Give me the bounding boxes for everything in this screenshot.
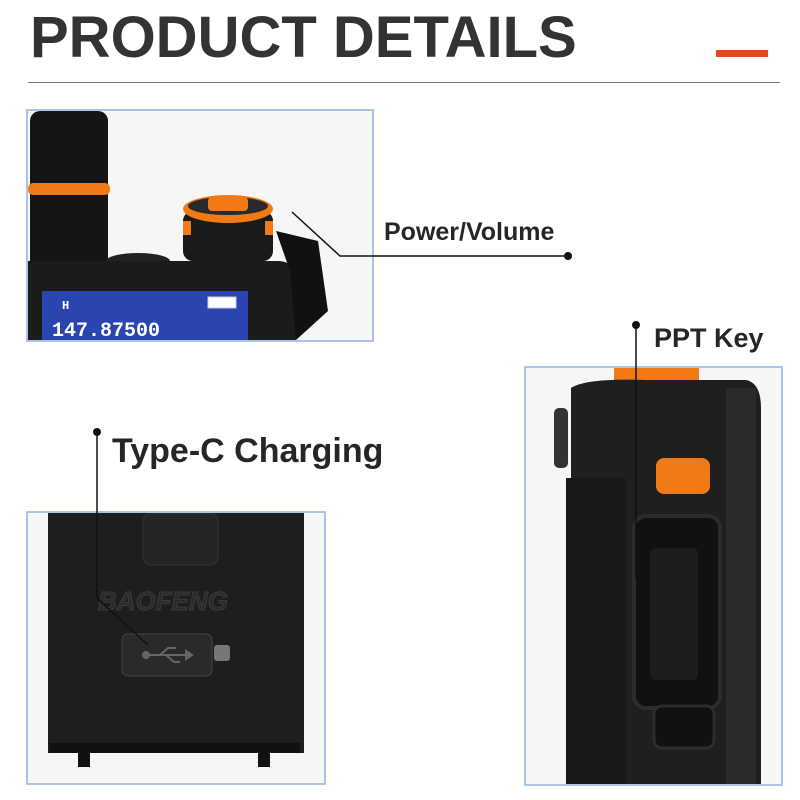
- page-title: PRODUCT DETAILS: [30, 5, 577, 70]
- radio-bottom-illustration: BAOFENG: [28, 513, 324, 783]
- detail-image-power-volume: H 147.87500: [26, 109, 374, 342]
- type-c-leader: [96, 432, 149, 646]
- ppt-key-dot: [632, 321, 640, 329]
- antenna: [30, 111, 108, 281]
- brand-embossed: BAOFENG: [98, 586, 228, 616]
- antenna-ring: [28, 183, 110, 195]
- battery-icon: [207, 296, 237, 309]
- screen-frequency: 147.87500: [52, 320, 160, 340]
- power-volume-dot: [564, 252, 572, 260]
- radio-side-illustration: [526, 368, 781, 784]
- ppt-key-label: PPT Key: [654, 323, 764, 353]
- detail-image-type-c: BAOFENG: [26, 511, 326, 785]
- divider: [28, 82, 780, 83]
- power-volume-label: Power/Volume: [384, 218, 555, 246]
- detail-image-ppt-key: [524, 366, 783, 786]
- usb-icon: [142, 647, 194, 663]
- radio-top-illustration: H 147.87500: [28, 111, 372, 340]
- type-c-label: Type-C Charging: [112, 432, 384, 470]
- volume-knob: [183, 211, 273, 261]
- orange-side-button: [656, 458, 710, 494]
- accent-bar: [716, 50, 768, 57]
- power-volume-leader: [291, 211, 568, 257]
- type-c-dot: [93, 428, 101, 436]
- screen-indicator: H: [62, 299, 69, 313]
